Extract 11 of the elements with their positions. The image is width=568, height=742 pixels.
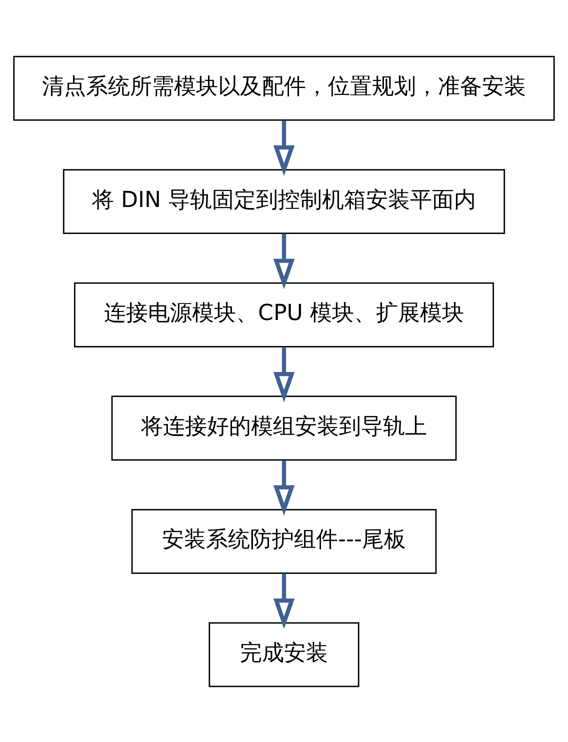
- node-box: 连接电源模块、CPU 模块、扩展模块: [74, 282, 494, 347]
- node-box: 完成安装: [208, 622, 360, 687]
- arrow: [273, 120, 295, 176]
- arrow: [273, 233, 295, 289]
- node-box: 安装系统防护组件---尾板: [131, 508, 437, 574]
- node-box: 将连接好的模组安装到导轨上: [111, 395, 457, 460]
- node-box: 将 DIN 导轨固定到控制机箱安装平面内: [62, 168, 506, 234]
- node-box: 清点系统所需模块以及配件，位置规划，准备安装: [13, 55, 555, 120]
- arrow: [273, 346, 295, 402]
- arrow: [273, 573, 295, 628]
- arrow: [273, 460, 295, 516]
